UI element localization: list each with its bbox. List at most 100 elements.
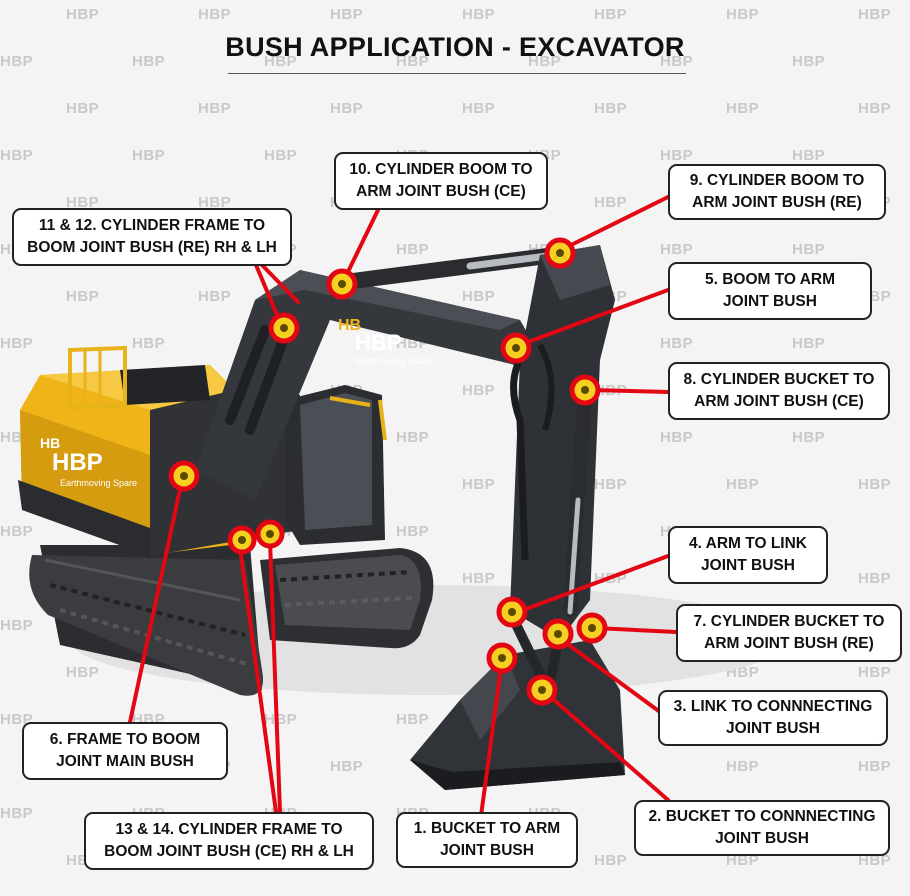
watermark-logo: HBP <box>0 523 34 540</box>
label-4-arm-to-link: 4. ARM TO LINK JOINT BUSH <box>668 526 828 584</box>
brand-on-body: HB HBP Earthmoving Spare <box>40 435 137 488</box>
watermark-logo: HBP <box>132 335 166 352</box>
bush-marker-13[interactable] <box>227 525 257 555</box>
title-underline <box>228 73 686 74</box>
watermark-logo: HBP <box>66 6 100 23</box>
watermark-logo: HBP <box>264 711 298 728</box>
watermark-logo: HBP <box>330 100 364 117</box>
watermark-logo: HBP <box>264 147 298 164</box>
watermark-logo: HBP <box>198 100 232 117</box>
watermark-logo: HBP <box>0 53 34 70</box>
bush-marker-1[interactable] <box>486 642 518 674</box>
watermark-logo: HBP <box>66 100 100 117</box>
watermark-logo: HBP <box>0 805 34 822</box>
brand-tagline-boom: Earthmoving Spare <box>355 356 432 366</box>
brand-mark-boom: HB <box>338 317 361 334</box>
pointer-line-2 <box>543 690 670 802</box>
bush-marker-2[interactable] <box>526 674 558 706</box>
pointer-line-10 <box>343 208 380 280</box>
watermark-logo: HBP <box>396 241 430 258</box>
label-6-frame-to-boom: 6. FRAME TO BOOM JOINT MAIN BUSH <box>22 722 228 780</box>
watermark-logo: HBP <box>726 758 760 775</box>
bush-marker-14[interactable] <box>255 519 285 549</box>
watermark-logo: HBP <box>66 288 100 305</box>
pointer-line-12 <box>260 263 300 304</box>
watermark-logo: HBP <box>858 758 892 775</box>
watermark-logo: HBP <box>792 429 826 446</box>
label-3-link-to-connecting: 3. LINK TO CONNNECTING JOINT BUSH <box>658 690 888 746</box>
watermark-logo: HBP <box>462 570 496 587</box>
watermark-logo: HBP <box>66 194 100 211</box>
bush-marker-3[interactable] <box>542 618 574 650</box>
bush-marker-4[interactable] <box>496 596 528 628</box>
watermark-logo: HBP <box>858 476 892 493</box>
bush-marker-7[interactable] <box>576 612 608 644</box>
pointer-line-5 <box>518 288 670 347</box>
boom-cylinder <box>337 247 563 290</box>
watermark-logo: HBP <box>660 335 694 352</box>
watermark-logo: HBP <box>594 852 628 869</box>
watermark-logo: HBP <box>792 53 826 70</box>
watermark-logo: HBP <box>858 664 892 681</box>
watermark-logo: HBP <box>0 617 34 634</box>
brand-tagline-body: Earthmoving Spare <box>60 478 137 488</box>
watermark-logo: HBP <box>660 53 694 70</box>
label-5-boom-to-arm: 5. BOOM TO ARM JOINT BUSH <box>668 262 872 320</box>
watermark-logo: HBP <box>462 100 496 117</box>
watermark-logo: HBP <box>396 53 430 70</box>
bush-marker-8[interactable] <box>569 374 601 406</box>
watermark-logo: HBP <box>858 6 892 23</box>
watermark-logo: HBP <box>462 476 496 493</box>
watermark-logo: HBP <box>132 147 166 164</box>
pointer-line-14 <box>268 538 282 814</box>
watermark-logo: HBP <box>396 711 430 728</box>
pointer-line-13 <box>238 546 278 814</box>
label-13-14-cylinder-frame-ce: 13 & 14. CYLINDER FRAME TO BOOM JOINT BU… <box>84 812 374 870</box>
bush-marker-11-12[interactable] <box>268 312 300 344</box>
brand-on-boom: HB HBP Earthmoving Spare <box>338 317 432 366</box>
watermark-logo: HBP <box>858 570 892 587</box>
watermark-logo: HBP <box>132 53 166 70</box>
bush-markers <box>168 237 608 706</box>
label-9-cylinder-boom-re: 9. CYLINDER BOOM TO ARM JOINT BUSH (RE) <box>668 164 886 220</box>
watermark-logo: HBP <box>594 6 628 23</box>
watermark-logo: HBP <box>66 664 100 681</box>
watermark-logo: HBP <box>726 476 760 493</box>
watermark-logo: HBP <box>462 6 496 23</box>
brand-mark-body: HB <box>40 435 60 451</box>
watermark-logo: HBP <box>792 335 826 352</box>
diagram-title: BUSH APPLICATION - EXCAVATOR <box>225 32 685 62</box>
watermark-logo: HBP <box>396 523 430 540</box>
watermark-logo: HBP <box>660 241 694 258</box>
watermark-logo: HBP <box>396 429 430 446</box>
watermark-logo: HBP <box>660 429 694 446</box>
label-8-cylinder-bucket-ce: 8. CYLINDER BUCKET TO ARM JOINT BUSH (CE… <box>668 362 890 420</box>
label-2-bucket-to-connecting: 2. BUCKET TO CONNNECTING JOINT BUSH <box>634 800 890 856</box>
watermark-logo: HBP <box>858 852 892 869</box>
watermark-logo: HBP <box>528 53 562 70</box>
label-11-12-cylinder-frame-re: 11 & 12. CYLINDER FRAME TO BOOM JOINT BU… <box>12 208 292 266</box>
pointer-line-11 <box>254 263 282 324</box>
watermark-logo: HBP <box>594 476 628 493</box>
pointer-line-4 <box>516 554 670 614</box>
watermark-logo: HBP <box>0 147 34 164</box>
watermark-logo: HBP <box>198 194 232 211</box>
brand-name-boom: HBP <box>355 330 401 355</box>
bush-marker-10[interactable] <box>326 268 358 300</box>
watermark-logo: HBP <box>594 100 628 117</box>
watermark-logo: HBP <box>462 288 496 305</box>
watermark-logo: HBP <box>264 53 298 70</box>
bush-marker-6[interactable] <box>168 460 200 492</box>
bush-marker-5[interactable] <box>500 332 532 364</box>
watermark-logo: HBP <box>726 852 760 869</box>
pointer-line-8 <box>588 388 670 394</box>
watermark-logo: HBP <box>462 382 496 399</box>
pointer-line-7 <box>594 626 678 634</box>
watermark-logo: HBP <box>198 6 232 23</box>
pointer-line-1 <box>476 658 504 840</box>
pointer-line-9 <box>563 195 670 250</box>
bush-marker-9[interactable] <box>544 237 576 269</box>
pointer-line-3 <box>560 638 662 714</box>
